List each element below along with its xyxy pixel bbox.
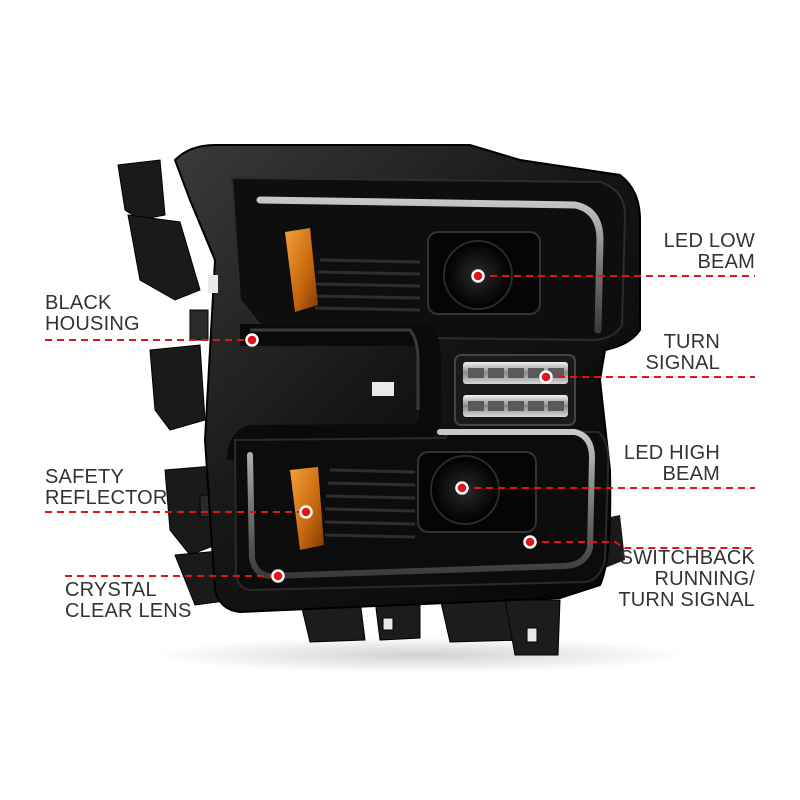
label-led-high-beam-line2: BEAM — [662, 463, 720, 485]
label-switchback-line3: TURN SIGNAL — [618, 589, 755, 611]
label-turn-signal-line2: SIGNAL — [645, 352, 720, 374]
dot-low-beam — [471, 269, 485, 283]
label-turn-signal: TURN SIGNAL — [645, 332, 720, 374]
dot-high-beam — [455, 481, 469, 495]
dot-crystal-lens — [271, 569, 285, 583]
lower-light-bar — [247, 429, 596, 580]
dot-black-housing — [245, 333, 259, 347]
label-safety-reflector-line1: SAFETY — [45, 466, 124, 488]
middle-s-bar-trim — [250, 328, 420, 410]
label-black-housing: BLACK HOUSING — [45, 293, 140, 335]
floor-shadow — [150, 637, 690, 673]
label-black-housing-line1: BLACK — [45, 292, 112, 314]
white-tab-1 — [372, 382, 394, 396]
label-safety-reflector-line2: REFLECTOR — [45, 487, 168, 509]
callout-dots — [245, 269, 553, 583]
upper-amber-reflector — [285, 228, 318, 312]
bottom-tabs — [299, 597, 561, 656]
dot-safety-reflector — [299, 505, 313, 519]
label-crystal-clear-lens-line1: CRYSTAL — [65, 579, 157, 601]
upper-reflector-fins — [314, 258, 421, 312]
callout-line-switchback — [530, 541, 755, 549]
label-crystal-clear-lens-line2: CLEAR LENS — [65, 600, 192, 622]
label-switchback-line2: RUNNING/ — [654, 568, 755, 590]
label-black-housing-line2: HOUSING — [45, 313, 140, 335]
dot-switchback — [523, 535, 537, 549]
label-led-high-beam: LED HIGH BEAM — [624, 443, 720, 485]
label-led-low-beam: LED LOW BEAM — [664, 231, 755, 273]
callout-lines — [45, 275, 755, 577]
label-switchback-line1: SWITCHBACK — [619, 547, 755, 569]
upper-light-bar — [256, 196, 604, 334]
label-turn-signal-line1: TURN — [663, 331, 720, 353]
label-led-high-beam-line1: LED HIGH — [623, 442, 720, 464]
label-led-low-beam-line1: LED LOW — [663, 230, 755, 252]
label-led-low-beam-line2: BEAM — [697, 251, 755, 273]
label-safety-reflector: SAFETY REFLECTOR — [45, 467, 168, 509]
lower-reflector-fins — [324, 468, 416, 539]
label-crystal-clear-lens: CRYSTAL CLEAR LENS — [65, 580, 192, 622]
white-tab-2 — [208, 275, 218, 293]
label-switchback: SWITCHBACK RUNNING/ TURN SIGNAL — [618, 548, 755, 611]
dot-turn-signal — [539, 370, 553, 384]
